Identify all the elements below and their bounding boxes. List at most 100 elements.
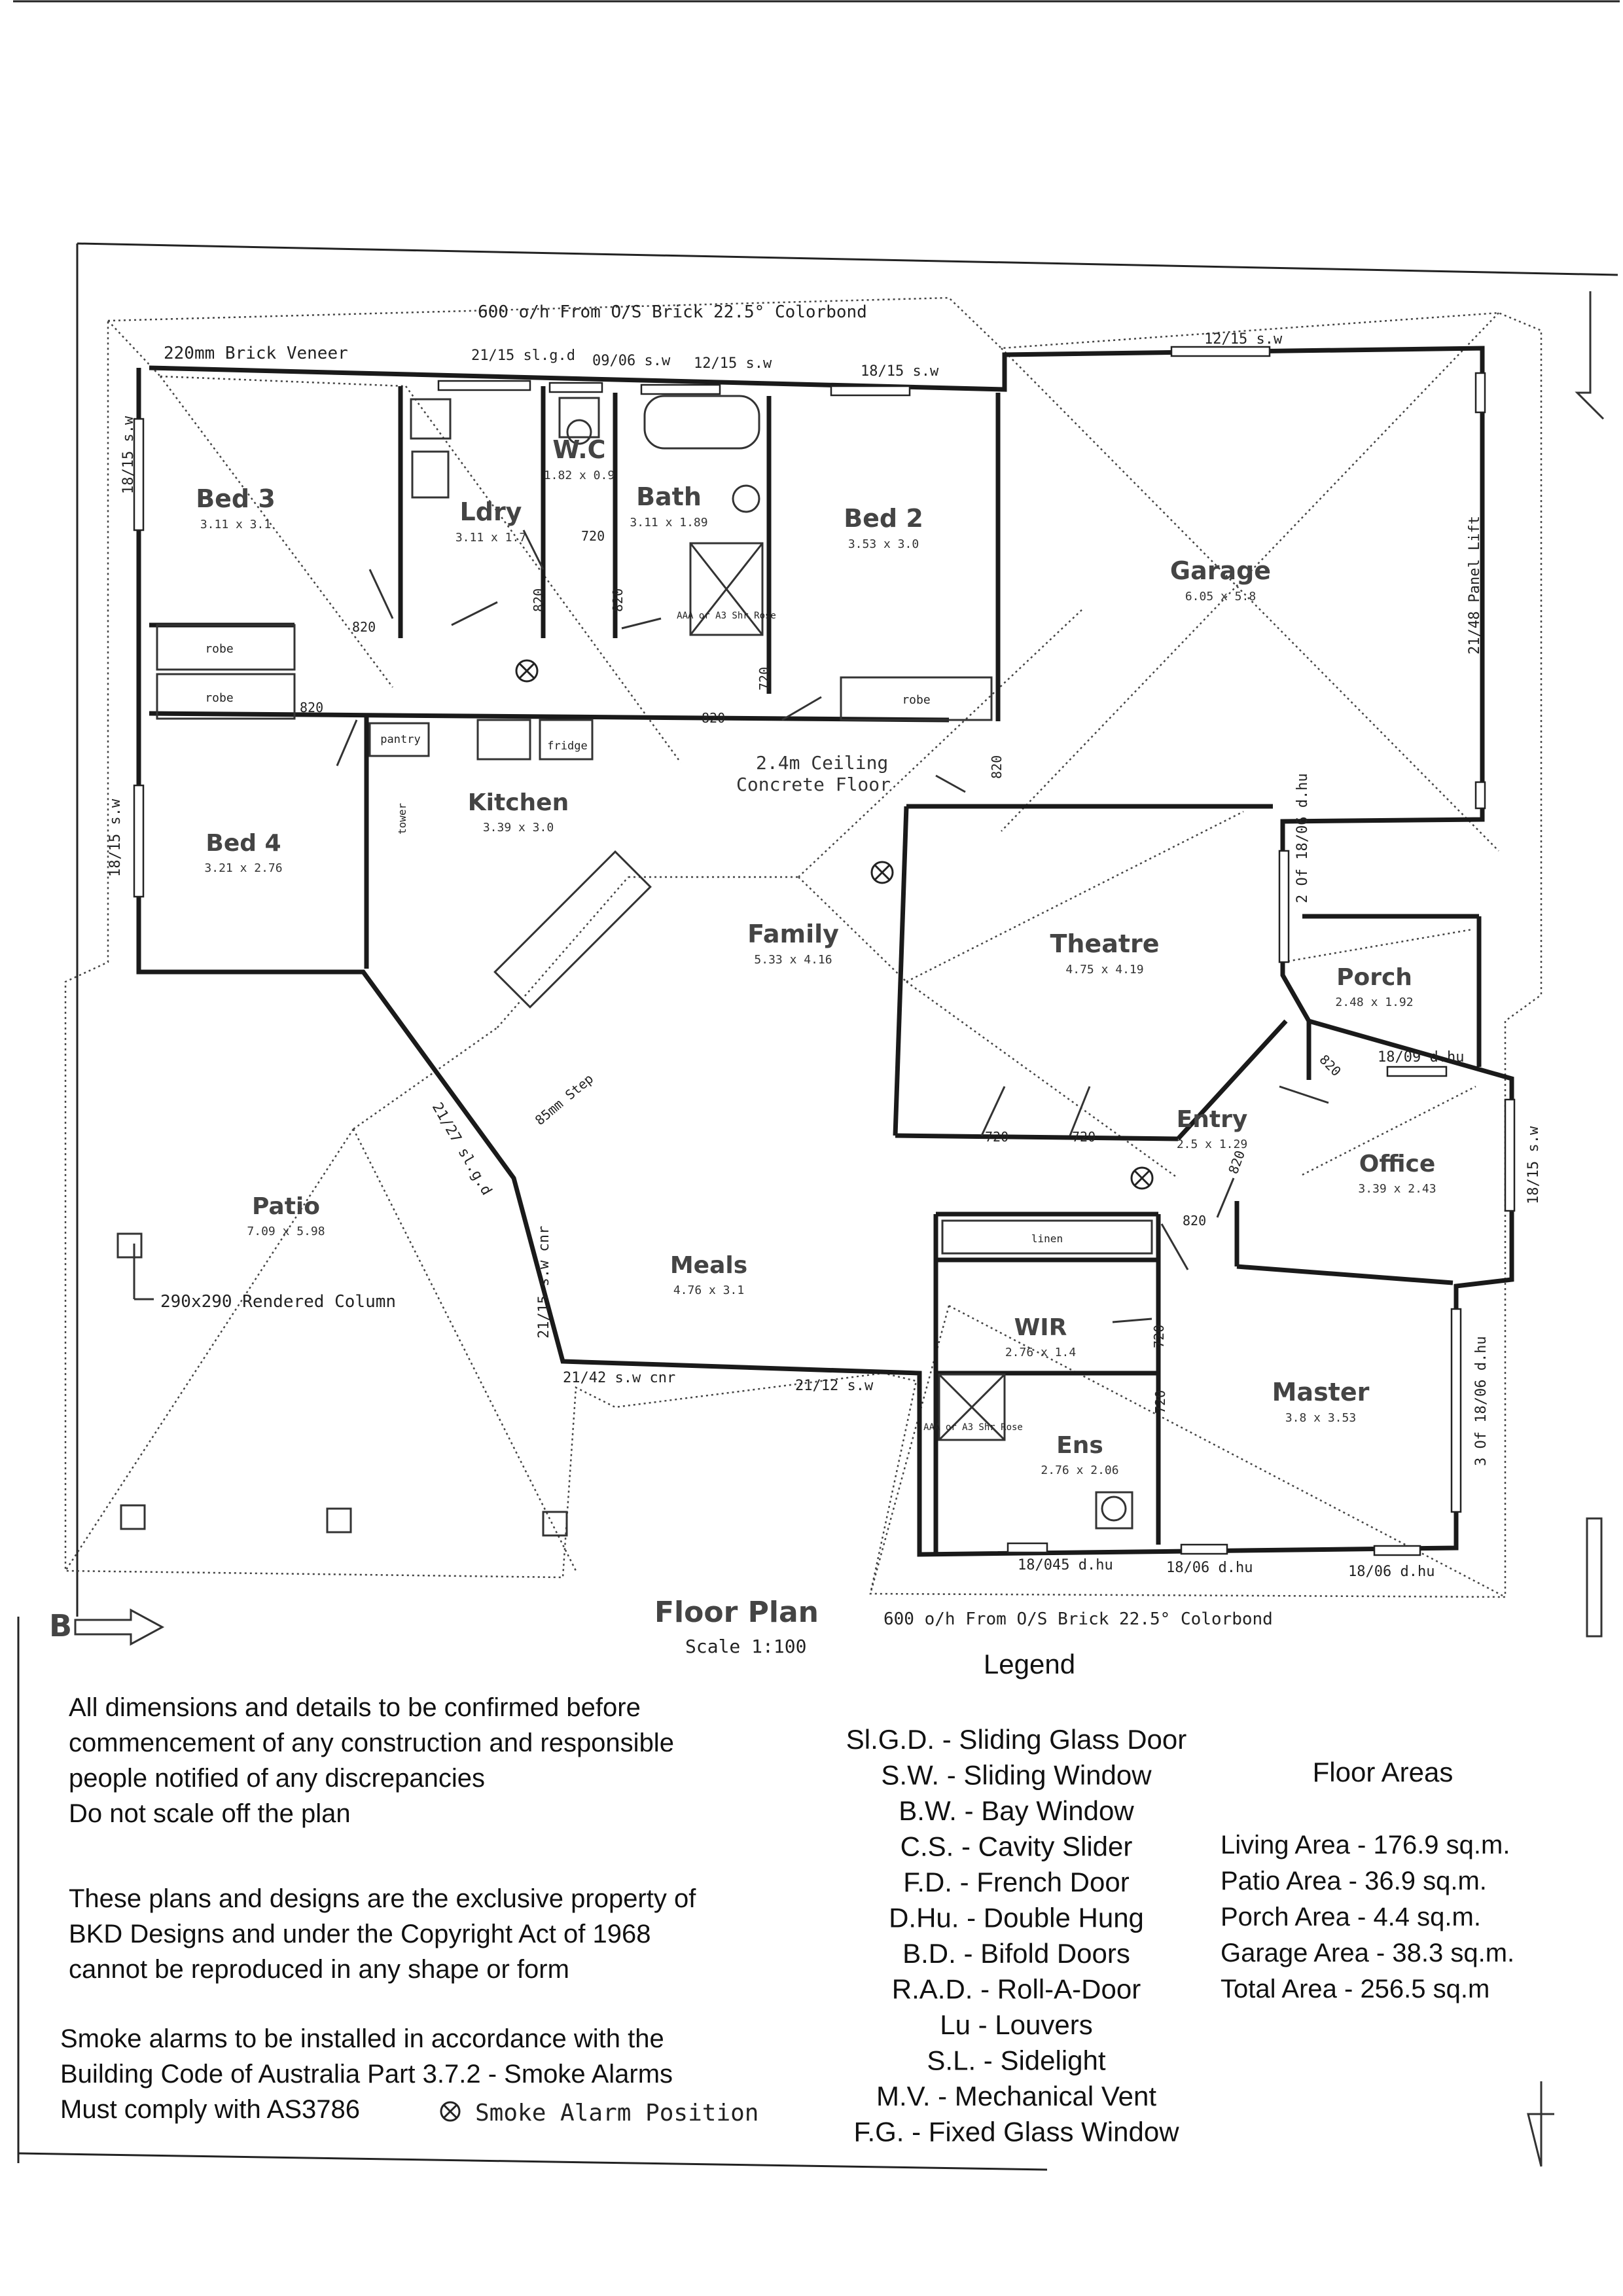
copyright-line: cannot be reproduced in any shape or for…	[69, 1955, 569, 1984]
door-width-label: 720	[757, 667, 772, 691]
room-dimensions: 3.11 x 1.89	[630, 516, 707, 529]
door-width-label: 820	[531, 588, 546, 612]
room-name: Family	[747, 920, 839, 948]
brick-veneer-note: 220mm Brick Veneer	[164, 344, 348, 363]
plan-annotations: 600 o/h From O/S Brick 22.5° Colorbond 2…	[160, 302, 1273, 1657]
room-name: Bath	[636, 482, 702, 511]
room-name: Ens	[1056, 1432, 1103, 1459]
opening-label: 21/15 sl.g.d	[471, 348, 575, 364]
room-name: Office	[1359, 1151, 1436, 1177]
robe-label: robe	[902, 693, 930, 707]
opening-label: 18/15 s.w	[107, 798, 124, 877]
door-width-label: 820	[352, 619, 376, 635]
floor-plan-scale: Scale 1:100	[685, 1636, 806, 1657]
floor-area-item: Garage Area - 38.3 sq.m.	[1221, 1939, 1514, 1967]
bottom-eave-note: 600 o/h From O/S Brick 22.5° Colorbond	[883, 1609, 1273, 1629]
floor-area-item: Porch Area - 4.4 sq.m.	[1221, 1903, 1481, 1931]
floor-area-items: Living Area - 176.9 sq.m.Patio Area - 36…	[1221, 1831, 1514, 2003]
tower-label: tower	[396, 802, 408, 834]
disclaimer-line: Do not scale off the plan	[69, 1799, 351, 1828]
opening-label: 21/12 s.w	[795, 1378, 874, 1394]
room-dimensions: 2.76 x 1.4	[1005, 1346, 1076, 1359]
copyright-line: BKD Designs and under the Copyright Act …	[69, 1920, 651, 1948]
column-leader	[133, 1244, 154, 1300]
smoke-alarm-icon	[440, 2101, 461, 2122]
room-name: Entry	[1177, 1106, 1248, 1133]
room-name: Theatre	[1050, 929, 1159, 958]
legend-block: Legend Sl.G.D. - Sliding Glass DoorS.W. …	[846, 1649, 1187, 2147]
fixtures	[116, 395, 1153, 1537]
opening-label: 18/15 s.w	[1525, 1126, 1542, 1204]
disclaimer-line: people notified of any discrepancies	[69, 1764, 485, 1793]
roof-eave-outline	[64, 296, 1543, 1598]
disclaimer-line: All dimensions and details to be confirm…	[69, 1693, 641, 1722]
door-width-label: 820	[989, 755, 1005, 779]
room-dimensions: 1.82 x 0.9	[544, 469, 615, 482]
room-dimensions: 3.39 x 2.43	[1358, 1182, 1436, 1196]
room-name: W.C	[552, 435, 605, 464]
smoke-line: Must comply with AS3786	[60, 2095, 360, 2124]
room-name: Meals	[670, 1252, 747, 1279]
opening-label: 3 Of 18/06 d.hu	[1473, 1336, 1489, 1466]
room-name: WIR	[1014, 1314, 1067, 1341]
opening-label: 18/045 d.hu	[1018, 1557, 1113, 1573]
ceiling-note-2: Concrete Floor	[736, 774, 891, 795]
floor-area-item: Living Area - 176.9 sq.m.	[1221, 1831, 1510, 1859]
door-width-label: 720	[1151, 1325, 1167, 1348]
legend-title: Legend	[984, 1649, 1075, 1679]
room-name: Kitchen	[468, 789, 569, 816]
north-letter: B	[49, 1608, 72, 1643]
walls	[136, 346, 1514, 1557]
room-dimensions: 3.8 x 3.53	[1285, 1411, 1356, 1425]
door-width-label: 720	[1152, 1390, 1168, 1414]
door-width-label: 820	[702, 710, 725, 726]
room-name: Ldry	[460, 497, 522, 526]
opening-label: 18/06 d.hu	[1166, 1560, 1253, 1576]
floor-plan-title: Floor Plan	[654, 1596, 819, 1629]
smoke-line: Building Code of Australia Part 3.7.2 - …	[60, 2060, 673, 2089]
room-name: Garage	[1170, 556, 1271, 585]
copyright-line: These plans and designs are the exclusiv…	[69, 1884, 696, 1913]
pantry-label: pantry	[380, 733, 420, 746]
notes-block: All dimensions and details to be confirm…	[60, 1693, 758, 2126]
opening-label: 18/09 d.hu	[1378, 1049, 1464, 1066]
room-dimensions: 4.76 x 3.1	[673, 1283, 744, 1297]
opening-label: 18/06 d.hu	[1348, 1564, 1435, 1580]
opening-label: 18/15 s.w	[120, 416, 137, 494]
opening-label: 21/48 Panel Lift	[1467, 516, 1483, 655]
legend-item: Lu - Louvers	[940, 2009, 1092, 2040]
legend-item: R.A.D. - Roll-A-Door	[892, 1974, 1141, 2005]
smoke-alarm-markers	[515, 659, 1154, 1190]
room-dimensions: 4.75 x 4.19	[1065, 963, 1143, 977]
shower-rose-label: AAA or A3 Shr Rose	[677, 611, 776, 621]
opening-label: 21/15 s.w cnr	[536, 1226, 552, 1338]
room-name: Patio	[252, 1193, 320, 1220]
room-dimensions: 3.11 x 1.7	[455, 531, 526, 545]
door-width-label: 820	[1183, 1213, 1206, 1229]
legend-item: F.G. - Fixed Glass Window	[853, 2117, 1179, 2147]
opening-label: 09/06 s.w	[592, 353, 671, 369]
legend-item: D.Hu. - Double Hung	[889, 1903, 1144, 1933]
fridge-label: fridge	[547, 740, 587, 753]
ceiling-note-1: 2.4m Ceiling	[756, 752, 888, 774]
window-marks	[133, 346, 1516, 1556]
column-note: 290x290 Rendered Column	[160, 1292, 396, 1312]
opening-label: 21/42 s.w cnr	[563, 1370, 675, 1386]
door-width-label: 820	[1316, 1052, 1344, 1080]
opening-label: 2 Of 18/06 d.hu	[1294, 773, 1311, 903]
linen-label: linen	[1031, 1232, 1063, 1245]
disclaimer-line: commencement of any construction and res…	[69, 1729, 674, 1757]
opening-label: 12/15 s.w	[1204, 331, 1283, 348]
room-dimensions: 3.39 x 3.0	[483, 821, 554, 834]
legend-item: M.V. - Mechanical Vent	[876, 2081, 1156, 2111]
opening-label: 12/15 s.w	[694, 355, 772, 372]
room-dimensions: 6.05 x 5.8	[1185, 590, 1256, 603]
room-name: Porch	[1336, 964, 1412, 991]
room-name: Bed 2	[844, 504, 923, 533]
door-width-label: 720	[581, 528, 605, 544]
room-dimensions: 3.21 x 2.76	[204, 861, 282, 875]
